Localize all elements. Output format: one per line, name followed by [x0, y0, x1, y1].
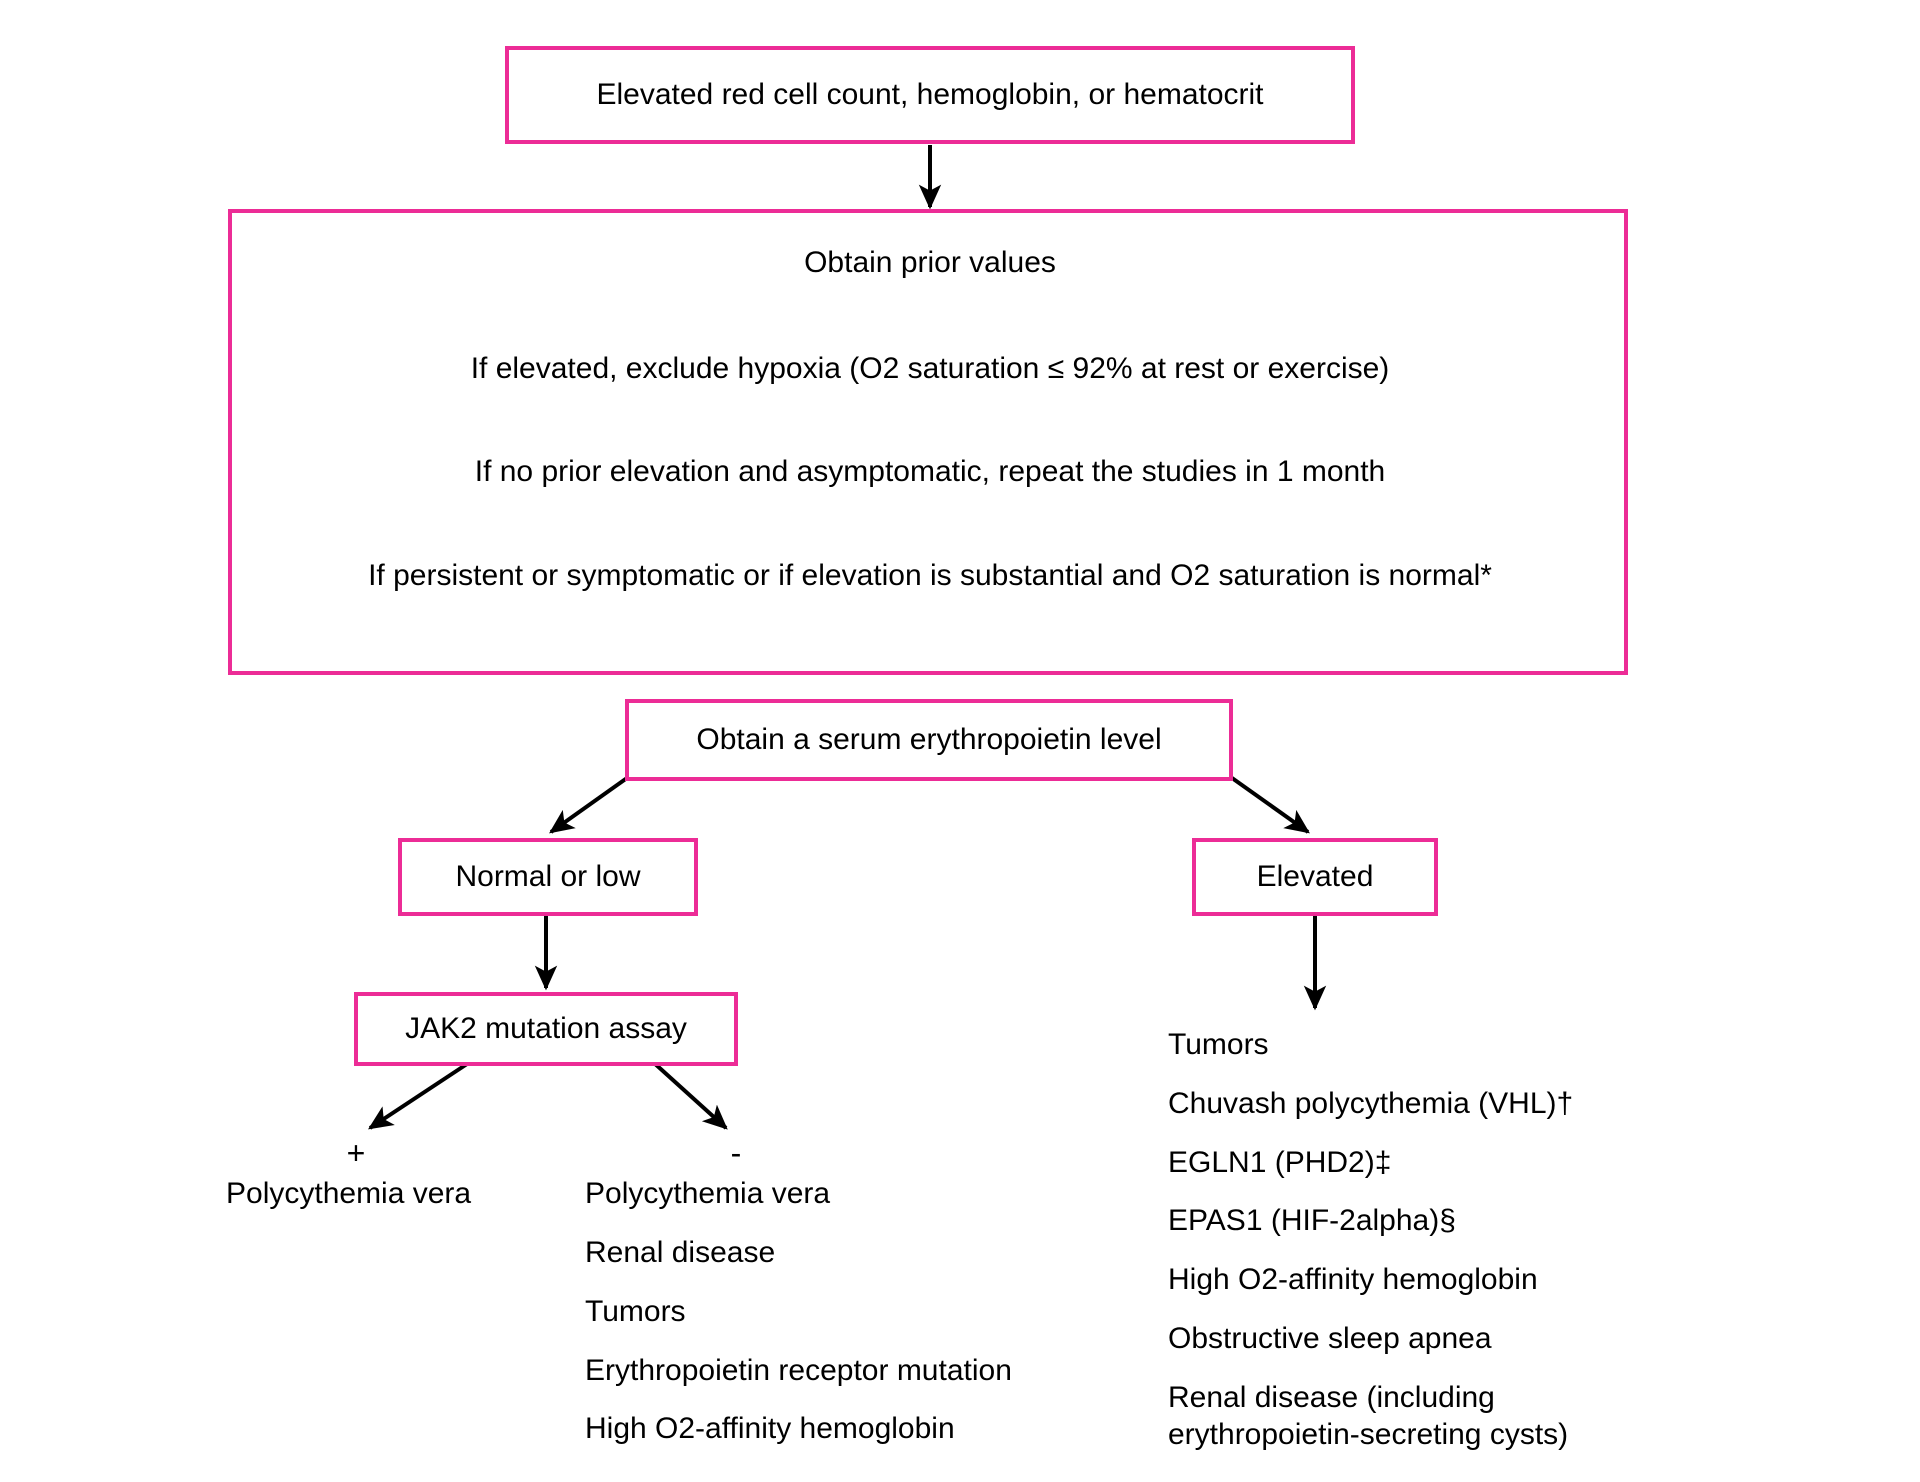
epo-elevated-cause-3: EPAS1 (HIF-2alpha)§ — [1168, 1204, 1456, 1237]
epo-elevated-cause-2: EGLN1 (PHD2)‡ — [1168, 1146, 1392, 1179]
node-start-label: Elevated red cell count, hemoglobin, or … — [596, 78, 1264, 111]
node-workup-box[interactable] — [228, 209, 1628, 675]
node-epo-normal-low[interactable]: Normal or low — [398, 838, 698, 916]
jak2-negative-item-0: Polycythemia vera — [585, 1177, 831, 1210]
epo-elevated-cause-4: High O2-affinity hemoglobin — [1168, 1263, 1538, 1296]
workup-line-4: If persistent or symptomatic or if eleva… — [368, 559, 1492, 592]
epo-elevated-cause-6-line1: Renal disease (including — [1168, 1381, 1495, 1414]
jak2-negative-item-1: Renal disease — [585, 1236, 776, 1269]
workup-line-2: If elevated, exclude hypoxia (O2 saturat… — [470, 352, 1390, 385]
workup-line-3: If no prior elevation and asymptomatic, … — [474, 455, 1386, 488]
jak2-negative-item-3: Erythropoietin receptor mutation — [585, 1354, 1012, 1387]
node-epo-normal-low-label: Normal or low — [455, 860, 641, 893]
epo-elevated-cause-6-line2: erythropoietin-secreting cysts) — [1168, 1418, 1569, 1451]
jak2-negative-item-4: High O2-affinity hemoglobin — [585, 1412, 955, 1445]
node-epo-test-label: Obtain a serum erythropoietin level — [696, 723, 1162, 756]
jak2-negative-item-2: Tumors — [585, 1295, 686, 1328]
epo-elevated-cause-0: Tumors — [1168, 1028, 1269, 1061]
jak2-positive-item-0: Polycythemia vera — [226, 1177, 472, 1210]
epo-elevated-cause-5: Obstructive sleep apnea — [1168, 1322, 1492, 1355]
node-epo-elevated[interactable]: Elevated — [1192, 838, 1438, 916]
node-jak2-assay-label: JAK2 mutation assay — [405, 1012, 687, 1045]
workup-line-1: Obtain prior values — [804, 246, 1056, 279]
epo-elevated-cause-1: Chuvash polycythemia (VHL)† — [1168, 1087, 1574, 1120]
node-jak2-assay[interactable]: JAK2 mutation assay — [354, 992, 738, 1066]
node-epo-elevated-label: Elevated — [1256, 860, 1374, 893]
jak2-negative-sign: - — [730, 1135, 742, 1171]
node-epo-test[interactable]: Obtain a serum erythropoietin level — [625, 699, 1233, 781]
jak2-positive-sign: + — [346, 1135, 366, 1171]
node-start[interactable]: Elevated red cell count, hemoglobin, or … — [505, 46, 1355, 144]
